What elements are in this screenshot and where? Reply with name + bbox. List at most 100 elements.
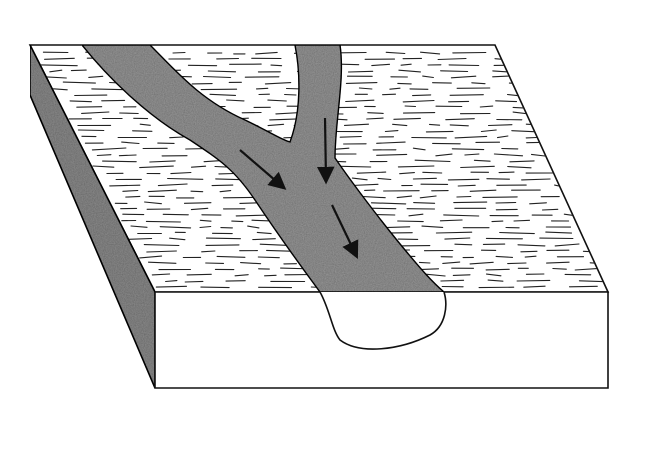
hatch-stroke [513, 219, 531, 222]
hatch-stroke [412, 147, 426, 151]
hatch-stroke [382, 93, 397, 96]
hatch-stroke [485, 273, 502, 277]
hatch-stroke [184, 280, 204, 283]
hatch-stroke [546, 261, 570, 264]
hatch-stroke [450, 75, 477, 79]
hatch-stroke [457, 184, 476, 187]
hatch-stroke [240, 262, 262, 265]
hatch-stroke [541, 208, 559, 211]
hatch-stroke [444, 237, 471, 240]
hatch-stroke [435, 153, 453, 157]
hatch-stroke [343, 123, 370, 126]
hatch-stroke [516, 279, 551, 282]
hatch-stroke [443, 214, 480, 217]
hatch-stroke [397, 82, 412, 85]
hatch-stroke [102, 160, 137, 163]
hatch-stroke [512, 106, 524, 109]
hatch-stroke [491, 220, 504, 223]
hatch-stroke [464, 153, 480, 156]
hatch-stroke [70, 69, 87, 72]
hatch-stroke [172, 51, 186, 54]
hatch-stroke [479, 105, 494, 108]
hatch-stroke [130, 225, 148, 228]
hatch-stroke [190, 207, 209, 211]
hatch-stroke [392, 123, 408, 127]
hatch-stroke [422, 171, 443, 174]
hatch-stroke [366, 117, 384, 120]
hatch-stroke [284, 93, 297, 96]
hatch-stroke [356, 171, 387, 174]
hatch-stroke [437, 57, 467, 61]
hatch-stroke [234, 274, 249, 277]
hatch-stroke [412, 177, 437, 180]
hatch-stroke [517, 244, 546, 247]
hatch-stroke [384, 130, 399, 133]
hatch-stroke [252, 238, 276, 241]
hatch-stroke [52, 88, 68, 91]
hatch-stroke [377, 177, 392, 181]
hatch-stroke [255, 87, 269, 90]
hatch-stroke [207, 70, 237, 73]
hatch-stroke [449, 124, 469, 127]
hatch-stroke [554, 184, 560, 187]
hatch-stroke [128, 237, 153, 240]
hatch-stroke [231, 220, 244, 223]
hatch-stroke [487, 124, 513, 127]
hatch-stroke [226, 99, 245, 102]
hatch-stroke [454, 243, 473, 246]
hatch-stroke [568, 285, 598, 288]
hatch-stroke [412, 94, 432, 97]
hatch-stroke [530, 153, 546, 157]
hatch-stroke [264, 274, 277, 277]
hatch-stroke [139, 255, 163, 259]
hatch-stroke [485, 268, 510, 271]
hatch-stroke [186, 273, 212, 276]
hatch-stroke [471, 82, 486, 85]
hatch-stroke [399, 172, 415, 175]
hatch-stroke [419, 195, 437, 199]
hatch-stroke [119, 112, 139, 115]
hatch-stroke [143, 244, 180, 247]
hatch-stroke [442, 261, 461, 264]
hatch-stroke [202, 75, 232, 79]
hatch-stroke [493, 153, 524, 157]
hatch-stroke [169, 136, 184, 139]
hatch-stroke [421, 225, 444, 228]
hatch-stroke [162, 213, 189, 216]
hatch-stroke [447, 178, 480, 181]
hatch-stroke [88, 75, 104, 78]
hatch-stroke [507, 262, 527, 265]
hatch-stroke [109, 184, 141, 187]
hatch-stroke [400, 63, 412, 66]
hatch-stroke [425, 130, 454, 133]
flow-arrow-icon [239, 149, 287, 190]
hatch-stroke [545, 231, 573, 234]
hatch-stroke [247, 225, 260, 229]
hatch-stroke [371, 63, 391, 67]
hatch-stroke [404, 105, 417, 108]
hatch-stroke [402, 112, 436, 114]
hatch-stroke [92, 165, 115, 168]
hatch-stroke [77, 129, 105, 132]
hatch-stroke [339, 135, 362, 138]
hatch-stroke [448, 64, 480, 67]
hatch-stroke [91, 147, 127, 151]
hatch-stroke [167, 177, 204, 180]
hatch-stroke [529, 202, 547, 205]
hatch-stroke [370, 202, 407, 205]
hatch-stroke [495, 100, 518, 103]
hatch-stroke [509, 160, 535, 163]
hatch-stroke [397, 165, 435, 168]
hatch-stroke [402, 99, 435, 103]
hatch-stroke [256, 231, 272, 235]
hatch-stroke [499, 231, 535, 235]
hatch-stroke [498, 171, 515, 174]
hatch-stroke [414, 159, 451, 163]
hatch-stroke [149, 160, 176, 163]
hatch-stroke [147, 189, 177, 193]
hatch-stroke [495, 255, 514, 258]
hatch-stroke [492, 70, 507, 73]
flow-arrow-icon [331, 204, 359, 259]
hatch-stroke [264, 82, 292, 85]
hatch-stroke [419, 51, 441, 55]
